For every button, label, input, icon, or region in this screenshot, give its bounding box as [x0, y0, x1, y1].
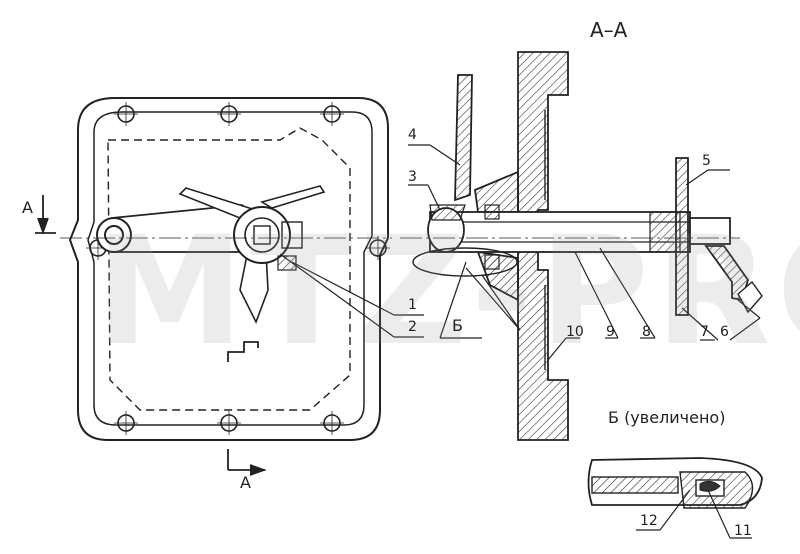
callout-3: 3	[408, 169, 417, 185]
shaft-end	[689, 217, 731, 245]
clamp-nut	[277, 255, 297, 271]
callout-12: 12	[640, 513, 658, 529]
shift-pattern-symbol	[227, 341, 259, 362]
callout-5: 5	[702, 153, 711, 169]
callout-2: 2	[408, 319, 417, 335]
lever-4	[454, 74, 473, 202]
star-blade-right	[259, 185, 326, 209]
housing-wall	[517, 51, 569, 441]
lever-eye	[96, 217, 132, 253]
shaft-8	[429, 211, 691, 253]
bolt-holes	[86, 102, 390, 435]
detail-mark: Б	[452, 316, 463, 335]
section-title: А–А	[590, 18, 628, 42]
callout-11: 11	[734, 523, 752, 539]
flange-5	[675, 157, 689, 316]
watermark-text: MTZ-PRO	[95, 205, 800, 379]
section-markers	[35, 195, 267, 476]
detail-b-view	[587, 457, 763, 509]
detail-b-marker	[412, 247, 518, 277]
callout-6: 6	[720, 324, 729, 340]
cover-outer-flange	[68, 97, 389, 441]
callout-10: 10	[566, 324, 584, 340]
front-leaders	[279, 253, 424, 338]
detail-leaders	[636, 489, 752, 539]
callout-1: 1	[408, 297, 417, 313]
shaft-hub	[233, 206, 291, 264]
callout-8: 8	[642, 324, 651, 340]
detail-housing	[591, 476, 679, 494]
callout-7: 7	[700, 324, 709, 340]
callout-9: 9	[606, 324, 615, 340]
front-view	[60, 97, 392, 441]
seal-lower	[484, 254, 500, 270]
section-view	[400, 51, 763, 441]
cover-inner-wall	[87, 111, 373, 426]
section-leaders	[408, 144, 761, 361]
section-mark-bottom: А	[240, 473, 251, 492]
hidden-contour	[107, 127, 351, 411]
detail-title: Б (увеличено)	[608, 408, 726, 427]
seal-upper	[484, 204, 500, 220]
bushing-7	[649, 211, 681, 253]
section-mark-top: А	[22, 198, 33, 217]
callout-4: 4	[408, 127, 417, 143]
clamp-bolt	[281, 221, 303, 249]
